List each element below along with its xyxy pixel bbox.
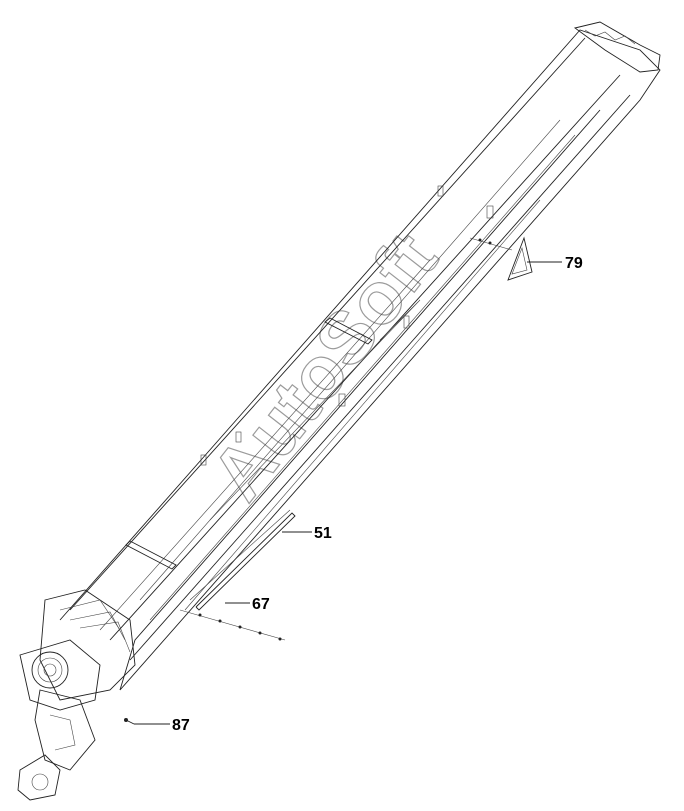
boom-assembly <box>59 21 661 691</box>
watermark: AutoSoft <box>195 217 454 515</box>
callout-67-label: 67 <box>252 596 270 613</box>
watermark-text: AutoSoft <box>195 218 453 515</box>
callout-67: 67 <box>225 596 270 613</box>
part-87-pin <box>124 718 135 725</box>
callout-51-label: 51 <box>314 525 332 542</box>
callout-87: 87 <box>134 717 190 734</box>
cross-member-upper <box>324 317 373 345</box>
callout-51: 51 <box>282 525 332 542</box>
callout-79: 79 <box>527 255 583 272</box>
part-67-fasteners <box>179 609 286 641</box>
callout-79-label: 79 <box>565 255 583 272</box>
base-pulley-assembly <box>17 589 136 801</box>
part-79-bracket <box>469 236 533 281</box>
callout-87-label: 87 <box>172 717 190 734</box>
part-51-strip <box>195 512 296 611</box>
cross-member-lower <box>125 540 177 570</box>
